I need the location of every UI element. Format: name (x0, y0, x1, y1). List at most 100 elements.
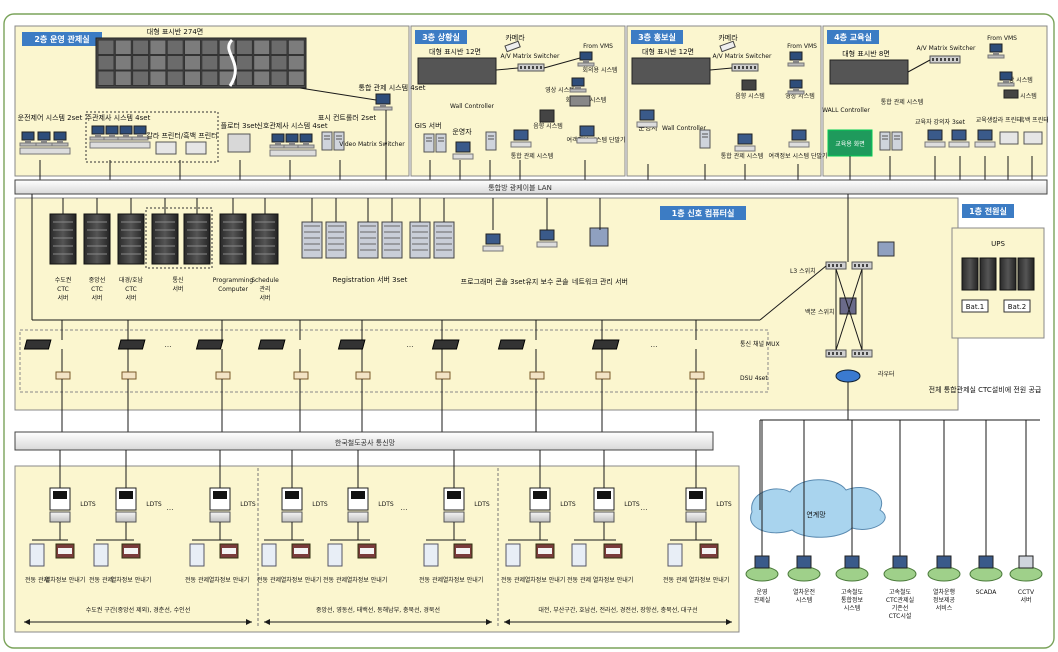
external-device-icon (937, 556, 951, 568)
dsu-icon (294, 372, 308, 379)
external-device-icon (755, 556, 769, 568)
control-display-wall (96, 38, 306, 88)
ldts-label: LDTS (240, 501, 256, 508)
training-av-label: A/V Matrix Switcher (917, 45, 976, 52)
external-label-3: CTC관제실 (886, 596, 914, 604)
situation-audio-label: 음향 시스템 (533, 122, 563, 130)
mux-icon (592, 340, 618, 349)
situation-room-title: 3층 상황실 (422, 32, 460, 42)
training-display-label: 대형 표시반 8면 (842, 49, 890, 58)
network-mgmt-server-icon (590, 228, 608, 246)
power-note-label: 전체 통합관제실 CTC설비에 전원 공급 (929, 385, 1042, 394)
ups-label: UPS (991, 240, 1005, 248)
field-device-1-label: 전동 관제 (89, 576, 113, 584)
video-system-monitor-icon (788, 80, 804, 94)
ldts-label: LDTS (146, 501, 162, 508)
field-device-1-label: 전동 관제 (419, 576, 443, 584)
situation-wall-label: Wall Controller (450, 103, 495, 110)
console-group-label: 주관제사 시스템 4set (86, 113, 151, 122)
speaker-icon (1004, 90, 1018, 98)
ldts-modem-icon (348, 512, 368, 522)
meeting-monitor-icon (570, 78, 586, 92)
ldts-label: LDTS (624, 501, 640, 508)
signal-console-monitor-icon (298, 134, 314, 148)
ctl-server-monitor-icon (374, 94, 392, 110)
field-device-1-label: 전동 관제 (323, 576, 347, 584)
registration-server-icon (434, 222, 454, 258)
display-panel (150, 40, 166, 55)
printer-icon (156, 142, 176, 154)
dsu-icon (122, 372, 136, 379)
external-base-icon (928, 567, 960, 581)
situation-vms-label: From VMS (583, 43, 613, 50)
display-panel (202, 56, 218, 71)
l3-switch-icon (826, 262, 846, 269)
mux-ellipsis: … (407, 341, 414, 349)
situation-display-label: 대형 표시반 12면 (429, 47, 481, 56)
mux-ellipsis: … (165, 341, 172, 349)
pr-center-pc-icon (735, 134, 755, 151)
instructor-pc-icon (949, 130, 969, 147)
server-label-0: 수도권 (55, 276, 72, 284)
printer-label: 칼라 프린터/흑백 프린터 (146, 131, 217, 140)
display-panel (133, 56, 149, 71)
ops-console-monitor-icon (52, 132, 68, 146)
ldts-modem-icon (594, 512, 614, 522)
external-base-icon (788, 567, 820, 581)
server-label-1: 서버 (91, 294, 102, 302)
speaker-icon (540, 110, 554, 122)
mux-icon (498, 340, 524, 349)
external-label-1: 시스템 (796, 597, 813, 604)
ups-cabinet-icon (980, 258, 996, 290)
mux-label: 통신 채널 MUX (740, 340, 780, 348)
external-device-icon (1019, 556, 1033, 568)
dsu-icon (56, 372, 70, 379)
pr-av-switch-icon (732, 64, 758, 71)
external-label-2: 통합정보 (841, 596, 864, 604)
external-device-icon (797, 556, 811, 568)
server-label-2: 서버 (125, 294, 136, 302)
registration-server-icon (382, 222, 402, 258)
color-printer-label: 칼라 프린터 (992, 116, 1022, 124)
server-label-4: Computer (218, 286, 248, 293)
pr-audio-label: 음향 시스템 (735, 92, 765, 100)
display-panel (271, 56, 287, 71)
display-panel (271, 71, 287, 86)
signal-cabinet-icon (572, 544, 586, 566)
cloud-label: 연계망 (806, 510, 826, 519)
server-label-1: CTC (91, 286, 103, 293)
display-panel (219, 40, 235, 55)
pr-center-label: 통합 관제 시스템 (721, 152, 763, 160)
external-label-3: 기존선 (892, 604, 909, 612)
battery-1-label: Bat.1 (966, 303, 985, 311)
dsu-icon (530, 372, 544, 379)
lan-bus-label: 통합방 광케이블 LAN (488, 183, 552, 192)
programmer-console-icon (483, 234, 503, 251)
bw-printer-icon (1024, 132, 1042, 144)
l3-switch-icon (852, 350, 872, 357)
mux-icon (338, 340, 364, 349)
l3-switch-label: L3 스위치 (790, 267, 816, 275)
color-printer-icon (1000, 132, 1018, 144)
server-label-1: 중앙선 (89, 276, 106, 284)
display-panel (185, 40, 201, 55)
server-label-5: 관리 (259, 285, 270, 293)
display-panel (115, 71, 131, 86)
registration-label: Registration 서버 3set (333, 275, 408, 284)
field-device-1-label: 전동 관제 (185, 576, 209, 584)
pr-room-title: 3층 홍보실 (638, 32, 676, 42)
training-center-label: 통합 관제 시스템 (881, 98, 923, 106)
field-device-1-label: 전동 관제 (257, 576, 281, 584)
signal-console-label: 신호관제사 시스템 4set (256, 121, 327, 130)
ups-cabinet-icon (1018, 258, 1034, 290)
router-icon (836, 370, 860, 382)
network-mgmt-label: 네트워크 관리 서버 (572, 277, 628, 286)
external-device-icon (979, 556, 993, 568)
vms-monitor-icon (788, 52, 804, 66)
external-label-0: 관제실 (754, 596, 771, 604)
trainee-label: 교육생 (976, 116, 993, 124)
field-ellipsis: … (401, 504, 408, 512)
external-label-6: 서버 (1020, 596, 1031, 604)
ldts-modem-icon (530, 512, 550, 522)
